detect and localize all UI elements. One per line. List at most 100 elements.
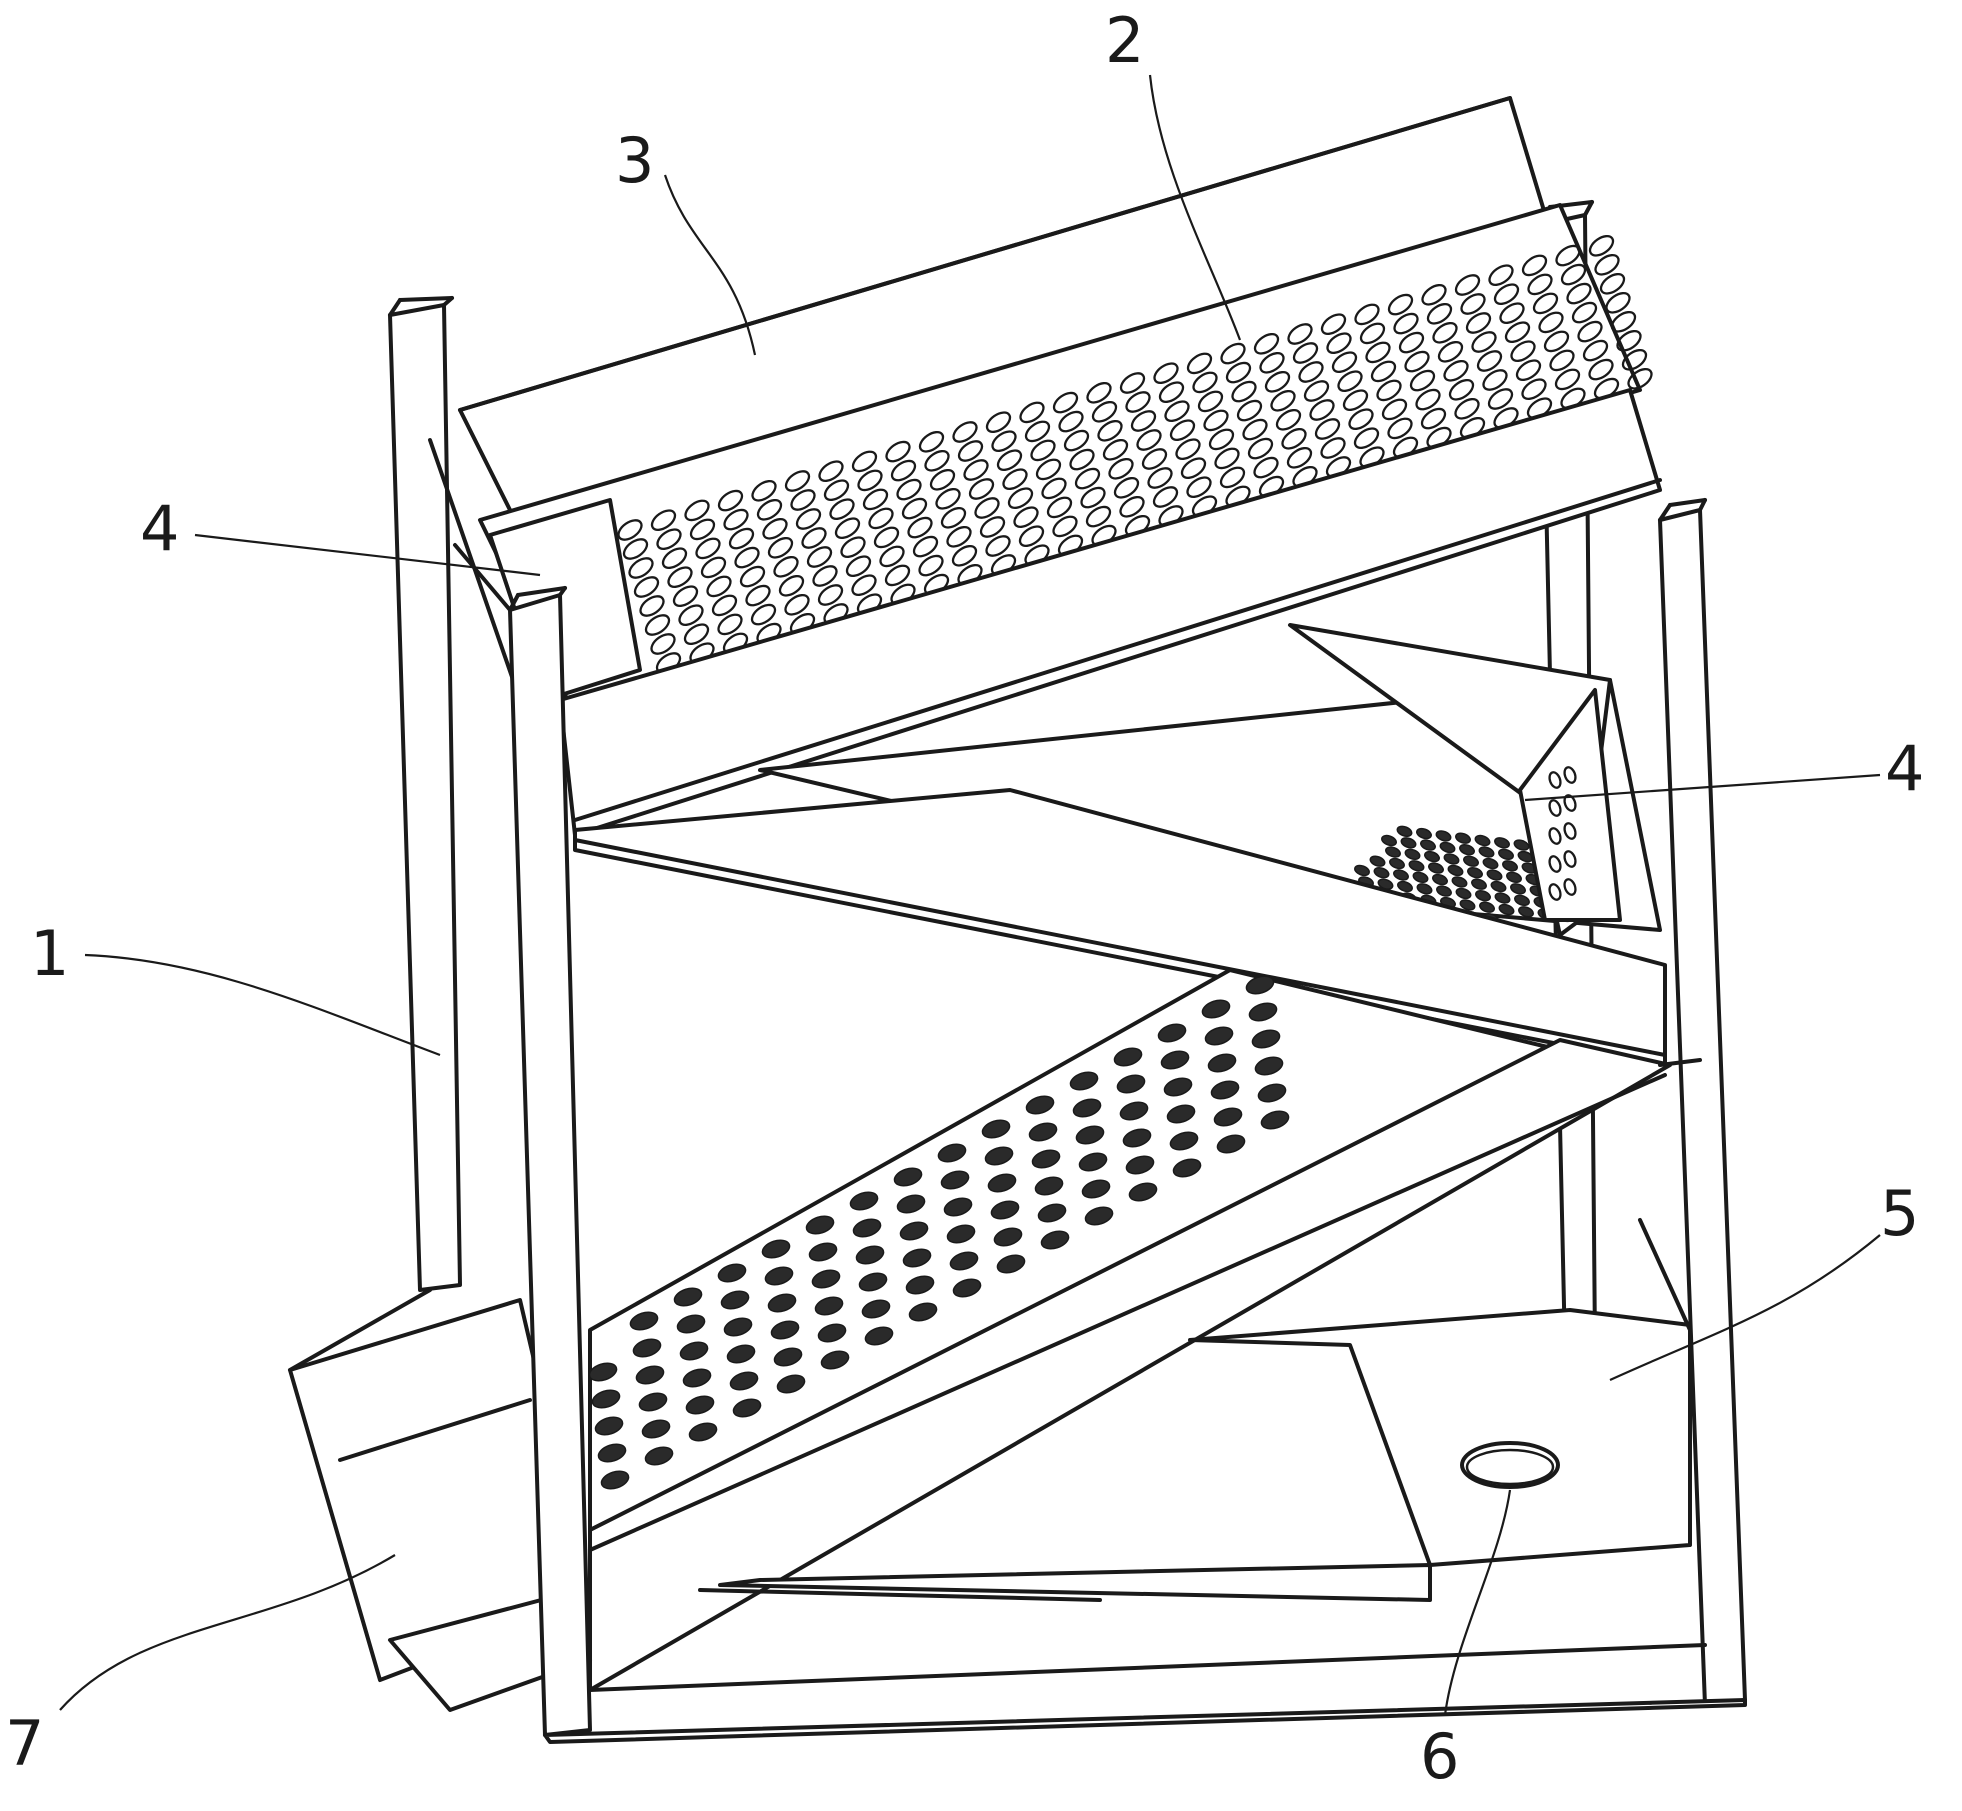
perforation-hole bbox=[1231, 380, 1257, 403]
perforation-hole bbox=[1201, 999, 1231, 1019]
perforation-hole bbox=[1548, 799, 1562, 817]
perforation-hole bbox=[1486, 869, 1503, 881]
baffle-left bbox=[428, 438, 642, 702]
perforation-hole bbox=[1400, 837, 1417, 849]
perforation-hole bbox=[762, 517, 788, 540]
perforation-hole bbox=[808, 1242, 838, 1262]
perforation-hole bbox=[600, 1470, 630, 1490]
perforation-hole bbox=[1314, 418, 1341, 440]
perforation-hole bbox=[726, 1344, 756, 1364]
perforation-hole bbox=[1037, 1203, 1067, 1223]
perforation-hole bbox=[1532, 292, 1559, 315]
perforation-hole bbox=[1303, 380, 1330, 402]
perforation-hole bbox=[993, 1227, 1023, 1247]
perforation-hole bbox=[1248, 1002, 1278, 1022]
perforation-hole bbox=[1354, 303, 1380, 326]
perforation-hole bbox=[1563, 822, 1577, 840]
perforation-hole bbox=[679, 1341, 709, 1361]
perforation-hole bbox=[952, 1278, 982, 1298]
perforation-hole bbox=[790, 489, 816, 511]
perforation-hole bbox=[1387, 293, 1414, 316]
perforation-hole bbox=[1487, 388, 1514, 410]
perforation-hole bbox=[1074, 467, 1101, 490]
perforation-hole bbox=[1186, 352, 1213, 375]
perforation-hole bbox=[985, 535, 1011, 557]
perforation-hole bbox=[1281, 427, 1307, 450]
perforation-hole bbox=[1025, 1095, 1055, 1115]
label-6: 6 bbox=[1420, 1720, 1459, 1793]
perforation-hole bbox=[1257, 1083, 1287, 1103]
perforation-hole bbox=[1018, 525, 1045, 548]
perforation-hole bbox=[1220, 342, 1246, 365]
perforation-hole bbox=[908, 1302, 938, 1322]
perforation-hole bbox=[1549, 349, 1575, 372]
perforation-hole bbox=[672, 585, 699, 608]
perforation-hole bbox=[1435, 830, 1452, 842]
perforation-hole bbox=[981, 1119, 1011, 1139]
perforation-hole bbox=[1210, 1080, 1240, 1100]
perforation-hole bbox=[990, 1200, 1020, 1220]
perforation-hole bbox=[1108, 457, 1134, 480]
perforation-hole bbox=[717, 1263, 747, 1283]
perforation-hole bbox=[1072, 1098, 1102, 1118]
perforation-hole bbox=[1582, 339, 1609, 362]
perforation-hole bbox=[1459, 899, 1476, 911]
perforation-hole bbox=[1610, 310, 1637, 333]
perforation-hole bbox=[1219, 466, 1246, 489]
perforation-hole bbox=[756, 498, 783, 521]
perforation-hole bbox=[1563, 850, 1577, 868]
perforation-hole bbox=[905, 1275, 935, 1295]
perforation-hole bbox=[1180, 457, 1207, 480]
perforation-hole bbox=[1069, 1071, 1099, 1091]
perforation-hole bbox=[963, 459, 989, 481]
perforation-hole bbox=[1548, 855, 1562, 873]
perforation-hole bbox=[1326, 332, 1352, 355]
perforation-hole bbox=[1116, 1074, 1146, 1094]
perforation-hole bbox=[1331, 351, 1358, 374]
perforation-hole bbox=[1086, 381, 1112, 404]
perforation-hole bbox=[937, 1143, 967, 1163]
perforation-hole bbox=[1337, 370, 1363, 393]
perforation-hole bbox=[1247, 437, 1274, 460]
perforation-hole bbox=[1213, 1107, 1243, 1127]
perforation-hole bbox=[1447, 864, 1464, 877]
perforation-hole bbox=[723, 1317, 753, 1337]
perforation-hole bbox=[1527, 273, 1553, 296]
perforation-hole bbox=[764, 1266, 794, 1286]
perforation-hole bbox=[1286, 446, 1313, 469]
perforation-hole bbox=[987, 1173, 1017, 1193]
perforation-hole bbox=[857, 469, 883, 492]
perforation-hole bbox=[1467, 867, 1483, 879]
perforation-hole bbox=[1397, 880, 1413, 893]
perforation-hole bbox=[1465, 312, 1492, 334]
perforation-hole bbox=[676, 1314, 706, 1334]
perforation-hole bbox=[812, 565, 838, 587]
perforation-hole bbox=[1518, 906, 1534, 918]
front-top-beam bbox=[558, 388, 1662, 837]
perforation-hole bbox=[1270, 389, 1296, 412]
perforation-hole bbox=[1443, 359, 1469, 382]
perforation-hole bbox=[667, 566, 693, 589]
perforation-hole bbox=[1370, 360, 1397, 383]
perforation-hole bbox=[795, 508, 822, 530]
perforation-hole bbox=[1275, 408, 1302, 431]
perforation-hole bbox=[935, 487, 961, 510]
perforation-hole bbox=[1122, 1128, 1152, 1148]
perforation-hole bbox=[929, 468, 956, 491]
perforation-hole bbox=[767, 1293, 797, 1313]
perforation-hole bbox=[1102, 438, 1129, 461]
perforation-hole bbox=[1158, 381, 1185, 404]
perforation-hole bbox=[597, 1443, 627, 1463]
perforation-hole bbox=[1075, 1125, 1105, 1145]
perforation-hole bbox=[984, 1146, 1014, 1166]
perforation-hole bbox=[1052, 391, 1079, 414]
perforation-hole bbox=[1251, 1029, 1281, 1049]
leader-1 bbox=[84, 953, 441, 1057]
perforation-hole bbox=[1420, 839, 1436, 851]
perforation-hole bbox=[1119, 1101, 1149, 1121]
perforation-hole bbox=[1253, 332, 1280, 355]
perforation-hole bbox=[784, 593, 810, 616]
perforation-hole bbox=[1125, 391, 1151, 413]
perforation-hole bbox=[1490, 880, 1507, 893]
perforation-hole bbox=[1510, 883, 1526, 895]
